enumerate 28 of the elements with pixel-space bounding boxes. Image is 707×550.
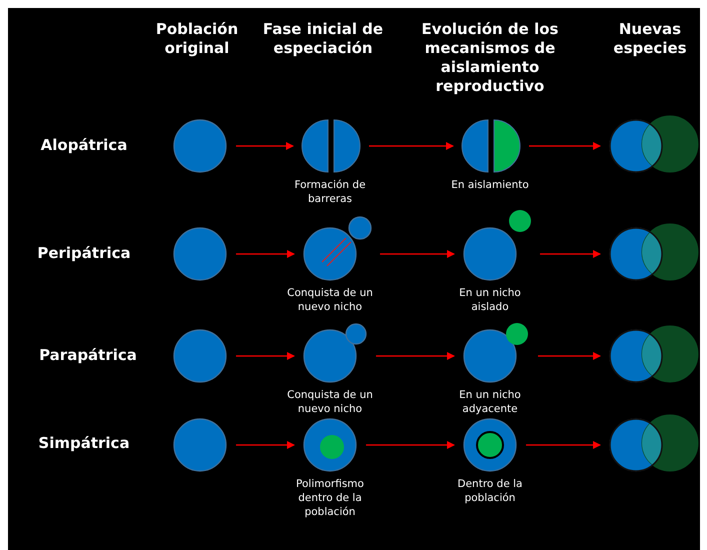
arrow [540,250,601,258]
node-label: En un nicho adyacente [458,388,522,416]
column-heading: Evolución de los mecanismos de aislamiento reproductivo [420,20,560,96]
row-heading: Peripátrica [37,244,131,262]
column-heading: Población original [154,20,240,58]
arrow [236,441,295,449]
arrow [376,352,455,360]
arrow [538,352,601,360]
arrow [236,142,294,150]
node-label: Polimorfismo dentro de la población [295,477,365,519]
node-label: En un nicho aislado [458,286,522,314]
row-heading: Alopátrica [40,136,128,154]
node-label: Conquista de un nuevo nicho [286,388,374,416]
arrow [526,441,601,449]
arrow [236,352,295,360]
column-heading: Nuevas especies [612,20,688,58]
arrow [236,250,295,258]
node-label: Dentro de la población [456,477,524,505]
node-label: Formación de barreras [293,178,367,206]
arrow [380,250,455,258]
node-label: En aislamiento [450,178,530,192]
row-heading: Simpátrica [38,434,130,452]
column-heading: Fase inicial de especiación [262,20,384,58]
row-heading: Parapátrica [39,346,137,364]
node-label: Conquista de un nuevo nicho [286,286,374,314]
arrow [369,142,454,150]
arrow [366,441,455,449]
arrow [529,142,601,150]
